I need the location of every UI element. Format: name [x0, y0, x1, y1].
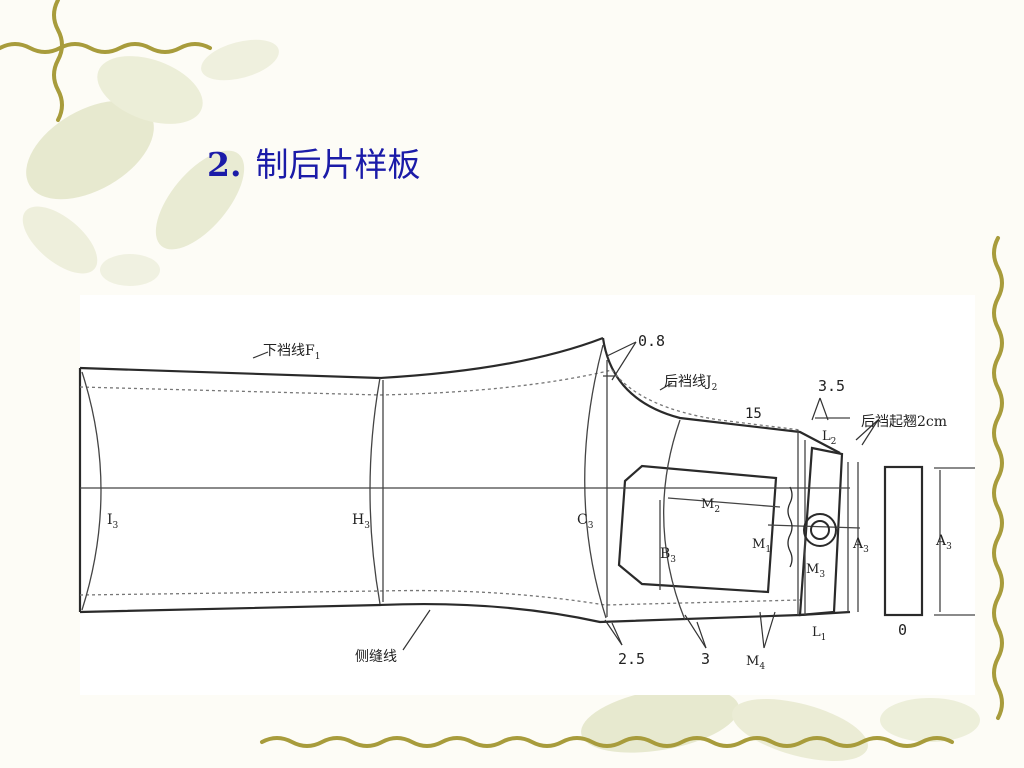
leader-lines — [252, 341, 879, 651]
point-l1: L1 — [812, 625, 826, 643]
point-a3-outer: A3 — [935, 533, 952, 552]
slide-title-text: 制后片样板 — [255, 145, 421, 184]
waistband-strip — [883, 465, 924, 617]
diagram-background — [80, 295, 975, 695]
seam-allowance — [79, 369, 801, 606]
point-l2: L2 — [822, 429, 836, 447]
back-crotch-rise-label: 后裆起翘2cm — [861, 414, 947, 430]
pocket-piece — [617, 464, 778, 594]
back-crotch-line-label: 后裆线J2 — [664, 374, 717, 393]
dim-2-5: 2.5 — [618, 650, 645, 668]
point-b3: B3 — [660, 546, 676, 565]
point-m2: M2 — [701, 497, 720, 515]
dim-3: 3 — [701, 650, 710, 668]
point-i3: I3 — [107, 512, 119, 531]
vine-decoration — [0, 0, 1004, 748]
side-seam-label: 侧缝线 — [355, 649, 397, 665]
diagram-labels: 下裆线F1 0.8 后裆线J2 3.5 15 后裆起翘2cm 侧缝线 2.5 3… — [107, 332, 952, 672]
slide-number: 2. — [207, 145, 242, 184]
slide-title: 2. 制后片样板 — [207, 138, 420, 186]
hem-line-label: 下裆线F1 — [263, 343, 320, 362]
point-m3: M3 — [806, 562, 825, 580]
point-m4: M4 — [746, 654, 765, 672]
dim-15: 15 — [745, 406, 762, 422]
button-mark — [787, 486, 837, 568]
point-c3: C3 — [577, 512, 594, 531]
point-m1: M1 — [752, 537, 771, 555]
zero-label: 0 — [898, 621, 907, 639]
dim-3-5: 3.5 — [818, 377, 845, 395]
side-seam-line — [79, 602, 851, 624]
pattern-outline — [78, 336, 924, 624]
waistband-piece — [798, 446, 844, 617]
point-h3: H3 — [352, 512, 370, 531]
inseam-line — [79, 336, 604, 380]
back-crotch-curve — [601, 337, 841, 454]
dim-0-8: 0.8 — [638, 332, 665, 350]
point-a3-inner: A3 — [852, 536, 869, 555]
